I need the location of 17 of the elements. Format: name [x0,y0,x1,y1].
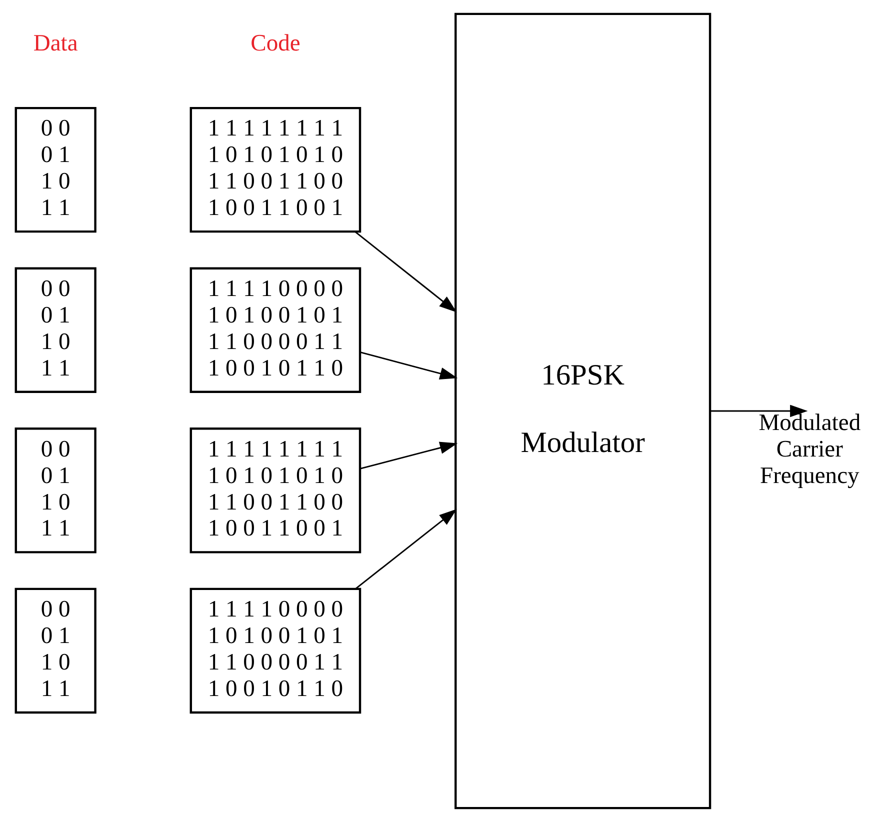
node-box: 1 1 1 1 1 1 1 1 1 0 1 0 1 0 1 0 1 1 0 0 1 1 0 0 1 0 0 1 1 0 0 1 [190,106,362,233]
node-box: 1 1 1 1 1 1 1 1 1 0 1 0 1 0 1 0 1 1 0 0 1 1 0 0 1 0 0 1 1 0 0 1 [190,428,362,554]
arrow [710,404,808,418]
arrow [360,352,458,380]
label: Code [250,30,300,56]
node-box: 0 0 0 1 1 0 1 1 [14,588,96,714]
node-box: 0 0 0 1 1 0 1 1 [14,267,96,393]
edge-label: Modulated Carrier Frequency [758,410,861,489]
node-box: 0 0 0 1 1 0 1 1 [14,106,96,233]
arrow [354,231,457,312]
node-box: 1 1 1 1 0 0 0 0 1 0 1 0 0 1 0 1 1 1 0 0 0 0 1 1 1 0 0 1 0 1 1 0 [190,267,362,393]
node-box: 16PSK Modulator [454,12,712,810]
node-box: 1 1 1 1 0 0 0 0 1 0 1 0 0 1 0 1 1 1 0 0 0 0 1 1 1 0 0 1 0 1 1 0 [190,588,362,714]
node-box: 0 0 0 1 1 0 1 1 [14,428,96,554]
arrow [360,442,458,470]
arrow [355,509,457,590]
label: Data [33,30,78,56]
